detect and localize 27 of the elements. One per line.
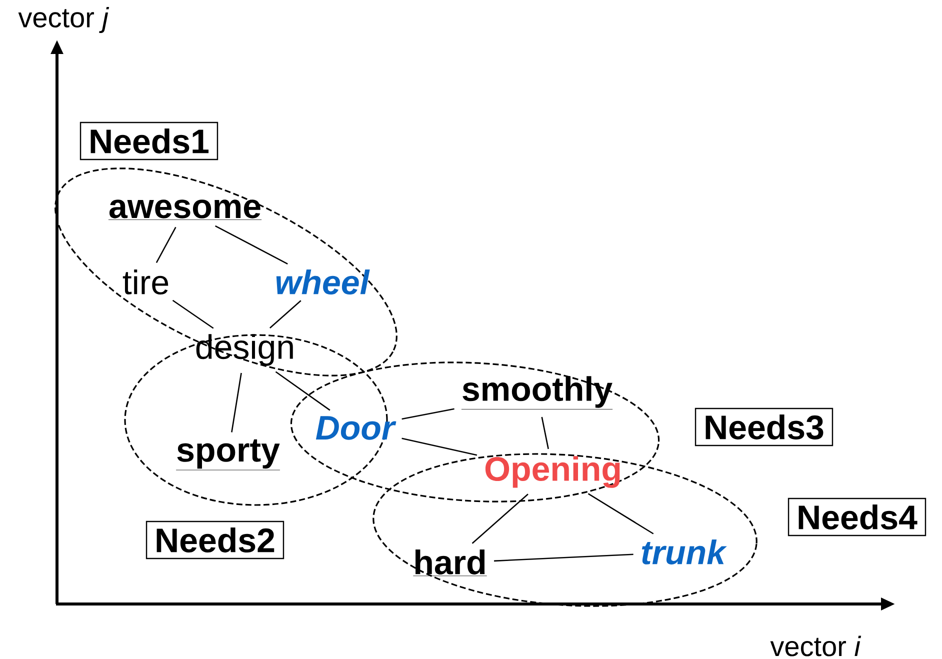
object-text: wheel	[276, 270, 370, 294]
connector-line	[214, 225, 288, 264]
keyword-text: smoothly	[461, 376, 613, 410]
connector-line	[172, 300, 214, 329]
connector-line	[588, 493, 654, 534]
connector-line	[156, 226, 176, 263]
need-box: Needs1	[80, 122, 218, 160]
need-box: Needs3	[694, 408, 834, 446]
keyword-text: awesome	[108, 200, 262, 220]
connector-line	[541, 416, 549, 450]
axis-label: vector j	[18, 6, 110, 34]
connector-line	[472, 494, 528, 544]
connector-line	[270, 300, 302, 328]
term-text: tire	[122, 270, 168, 294]
keyword-text: hard	[412, 550, 488, 576]
connector-line	[494, 554, 634, 562]
axis-label: vector i	[770, 636, 862, 656]
object-text: trunk	[642, 540, 727, 564]
keyword-text: sporty	[176, 439, 280, 470]
connector-line	[231, 372, 242, 432]
connector-line	[402, 408, 454, 420]
need-box: Needs4	[788, 498, 926, 536]
connector-line	[402, 438, 478, 456]
object-text: Door	[316, 416, 396, 440]
connector-line	[275, 371, 330, 411]
need-box: Needs2	[146, 520, 284, 560]
action-text: Opening	[485, 456, 620, 488]
